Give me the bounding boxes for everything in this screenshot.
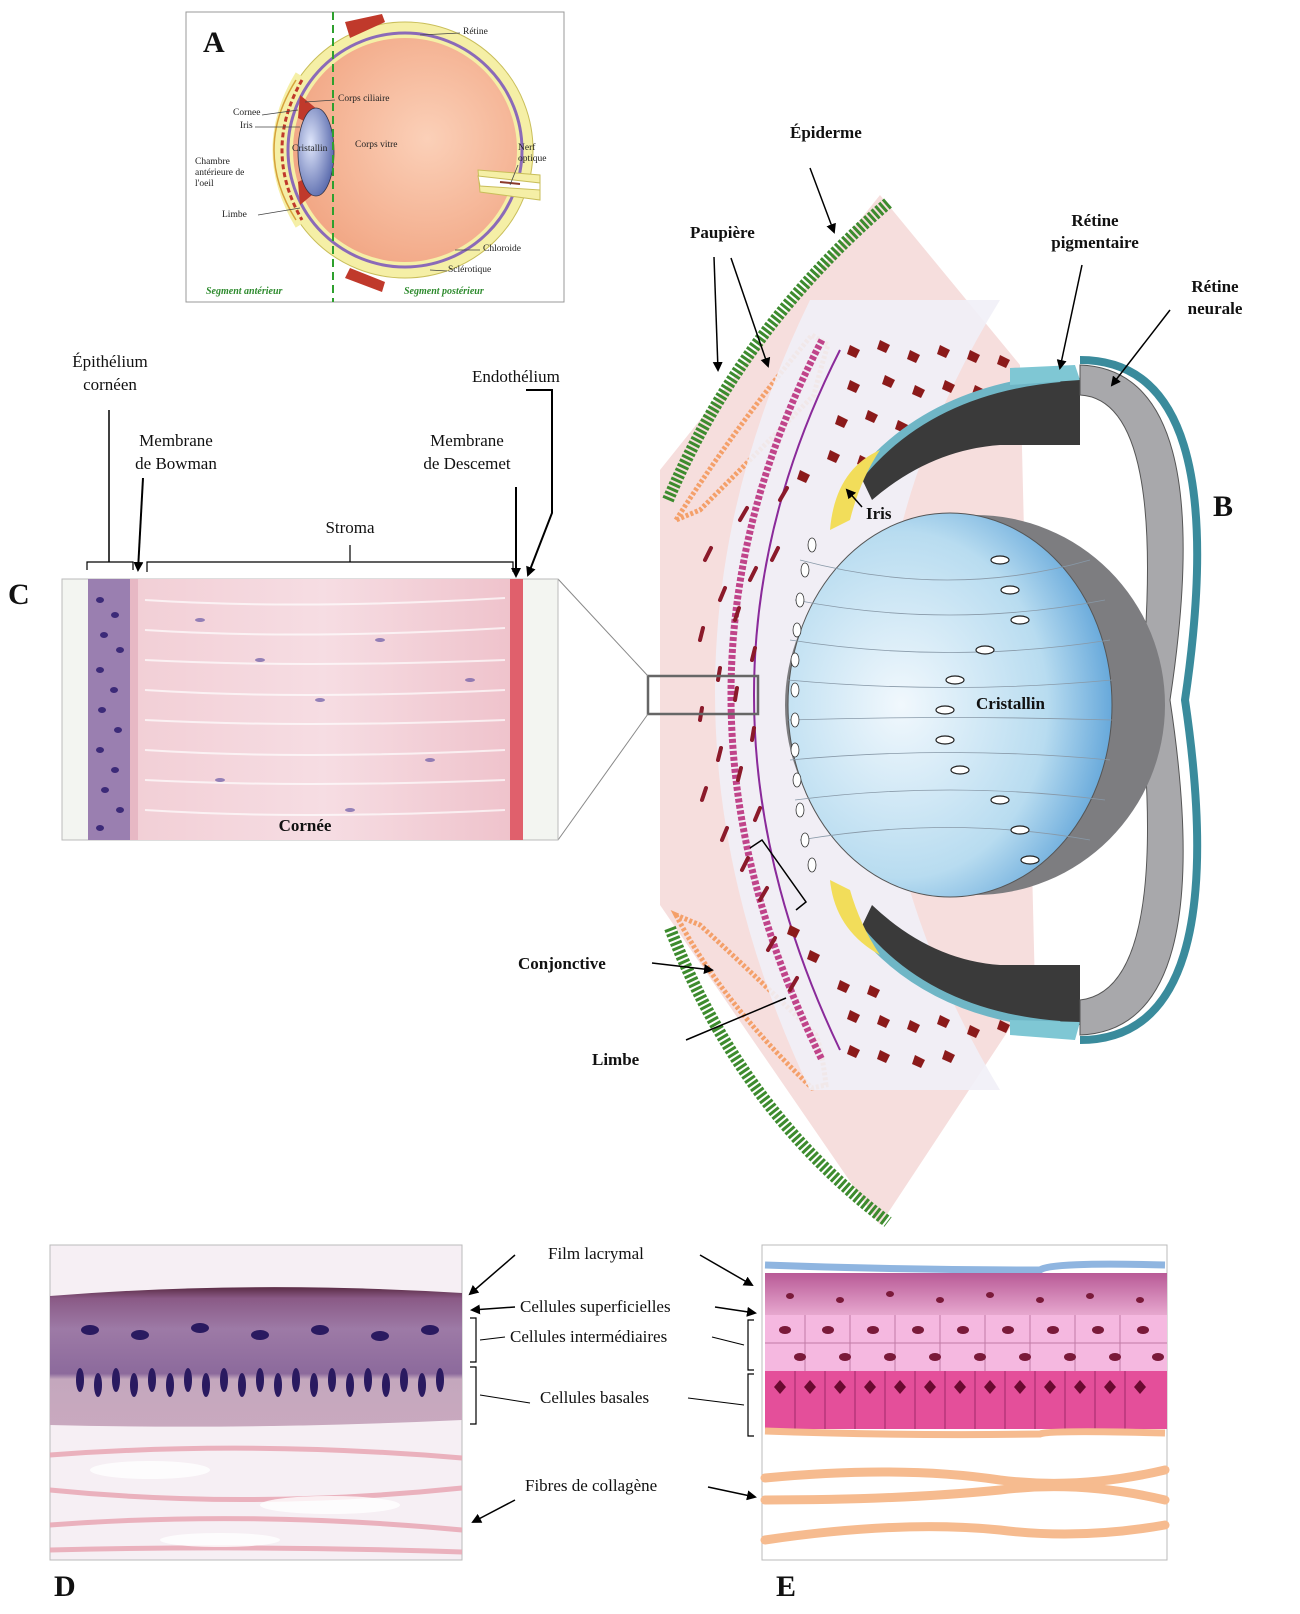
panel-d-epithelium-histology xyxy=(50,1245,462,1560)
de-label-cellules-intermediaires: Cellules intermédiaires xyxy=(510,1326,667,1347)
b-label-epiderme: Épiderme xyxy=(790,122,862,143)
b-label-retine-neurale-2: neurale xyxy=(1180,298,1250,319)
a-label-iris: Iris xyxy=(240,121,253,131)
panel-b-eye-cross-section xyxy=(558,168,1197,1225)
a-label-corps-vitre: Corps vitre xyxy=(355,140,397,150)
de-label-cellules-superficielles: Cellules superficielles xyxy=(520,1296,671,1317)
panel-letter-d: D xyxy=(54,1570,76,1604)
panel-letter-e: E xyxy=(776,1570,796,1604)
a-label-retine: Rétine xyxy=(463,27,488,37)
c-label-epithelium-2: cornéen xyxy=(55,374,165,395)
a-label-segment-anterieur: Segment antérieur xyxy=(206,286,282,297)
de-label-cellules-basales: Cellules basales xyxy=(540,1387,649,1408)
b-label-retine-pigmentaire-1: Rétine xyxy=(1040,210,1150,231)
a-label-cristallin: Cristallin xyxy=(292,144,327,154)
a-label-choroide: Chloroide xyxy=(483,244,521,254)
a-label-segment-posterieur: Segment postérieur xyxy=(404,286,484,297)
b-label-paupiere: Paupière xyxy=(690,222,755,243)
a-label-limbe: Limbe xyxy=(222,210,247,220)
a-label-cornee: Cornee xyxy=(233,108,260,118)
b-label-retine-pigmentaire-2: pigmentaire xyxy=(1040,232,1150,253)
c-label-descemet-1: Membrane xyxy=(402,430,532,451)
c-label-endothelium: Endothélium xyxy=(472,366,560,387)
de-label-film-lacrymal: Film lacrymal xyxy=(548,1243,644,1264)
panel-letter-a: A xyxy=(203,26,225,60)
b-label-iris: Iris xyxy=(866,503,892,524)
c-label-descemet-2: de Descemet xyxy=(402,453,532,474)
b-label-limbe: Limbe xyxy=(592,1049,639,1070)
b-label-retine-neurale-1: Rétine xyxy=(1180,276,1250,297)
a-label-chambre-2: antérieure de xyxy=(195,168,244,178)
c-label-epithelium-1: Épithélium xyxy=(55,351,165,372)
panel-letter-c: C xyxy=(8,578,30,612)
c-label-cornee: Cornée xyxy=(250,815,360,836)
c-label-bowman-1: Membrane xyxy=(116,430,236,451)
panel-a-eye-diagram xyxy=(186,12,564,302)
b-label-cristallin: Cristallin xyxy=(976,693,1045,714)
a-label-sclerotique: Sclérotique xyxy=(448,265,491,275)
a-label-corps-ciliaire: Corps ciliaire xyxy=(338,94,389,104)
panel-letter-b: B xyxy=(1213,490,1233,524)
b-label-conjonctive: Conjonctive xyxy=(518,953,606,974)
a-label-chambre-1: Chambre xyxy=(195,157,230,167)
panel-e-epithelium-schematic xyxy=(762,1245,1167,1560)
de-label-fibres-collagene: Fibres de collagène xyxy=(525,1475,657,1496)
a-label-chambre-3: l'oeil xyxy=(195,179,214,189)
a-label-nerf-2: optique xyxy=(518,154,547,164)
a-label-nerf-1: Nerf xyxy=(518,143,535,153)
c-label-bowman-2: de Bowman xyxy=(116,453,236,474)
c-label-stroma: Stroma xyxy=(290,517,410,538)
